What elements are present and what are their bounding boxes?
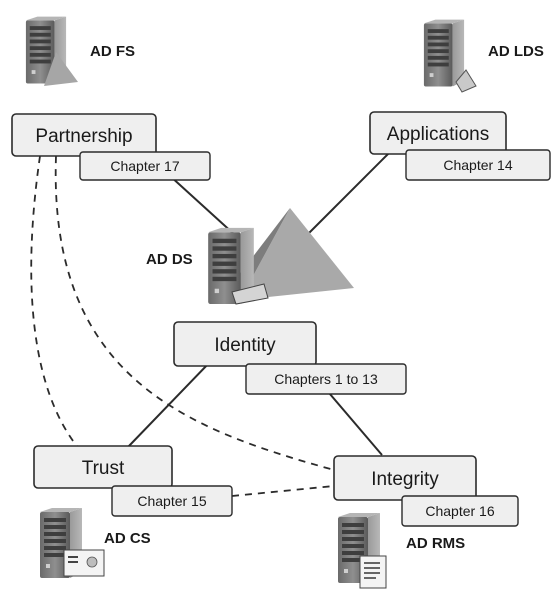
ad-rms-node: Integrity Chapter 16 AD RMS [333, 455, 519, 589]
chapters-1-13-tag [245, 363, 407, 395]
chapter-14-tag [405, 149, 551, 181]
ad-fs-node: AD FS Partnership Chapter 17 [11, 16, 211, 181]
identity-box [173, 321, 317, 367]
connector-applications-identity [301, 151, 391, 241]
tools-icon [455, 69, 477, 93]
chapter-16-label: Chapter 16 [425, 503, 494, 519]
chapter-17-tag [79, 151, 211, 181]
partnership-label: Partnership [35, 126, 132, 147]
chapter-17-label: Chapter 17 [110, 158, 179, 174]
ad-cs-role-label: AD CS [104, 530, 151, 547]
ad-ds-node: AD DS Identity Chapters 1 to 13 [146, 208, 407, 395]
ad-ds-server-icon [208, 227, 269, 305]
applications-label: Applications [387, 124, 489, 145]
dashed-trust-integrity [231, 485, 335, 497]
ad-fs-role-label: AD FS [90, 43, 135, 60]
ad-rms-role-label: AD RMS [406, 535, 465, 552]
ad-lds-server-icon [423, 19, 477, 93]
ad-fs-server-icon [25, 16, 78, 86]
chapter-16-tag [401, 495, 519, 527]
dashed-partnership-trust [30, 155, 81, 451]
ad-cs-node: Trust Chapter 15 AD CS [33, 445, 233, 578]
ad-lds-role-label: AD LDS [488, 43, 544, 60]
chapter-15-tag [111, 485, 233, 517]
trust-label: Trust [82, 458, 125, 479]
trust-box [33, 445, 173, 489]
chapter-14-label: Chapter 14 [443, 157, 512, 173]
ad-rms-server-icon [338, 513, 387, 589]
chapters-1-13-label: Chapters 1 to 13 [274, 371, 378, 387]
ad-cs-server-icon [40, 508, 105, 578]
integrity-label: Integrity [371, 469, 439, 490]
dashed-partnership-integrity [54, 155, 335, 471]
chapter-15-label: Chapter 15 [137, 493, 206, 509]
identity-label: Identity [214, 335, 276, 356]
ad-ds-role-label: AD DS [146, 251, 193, 268]
ad-lds-node: AD LDS Applications Chapter 14 [369, 19, 551, 181]
